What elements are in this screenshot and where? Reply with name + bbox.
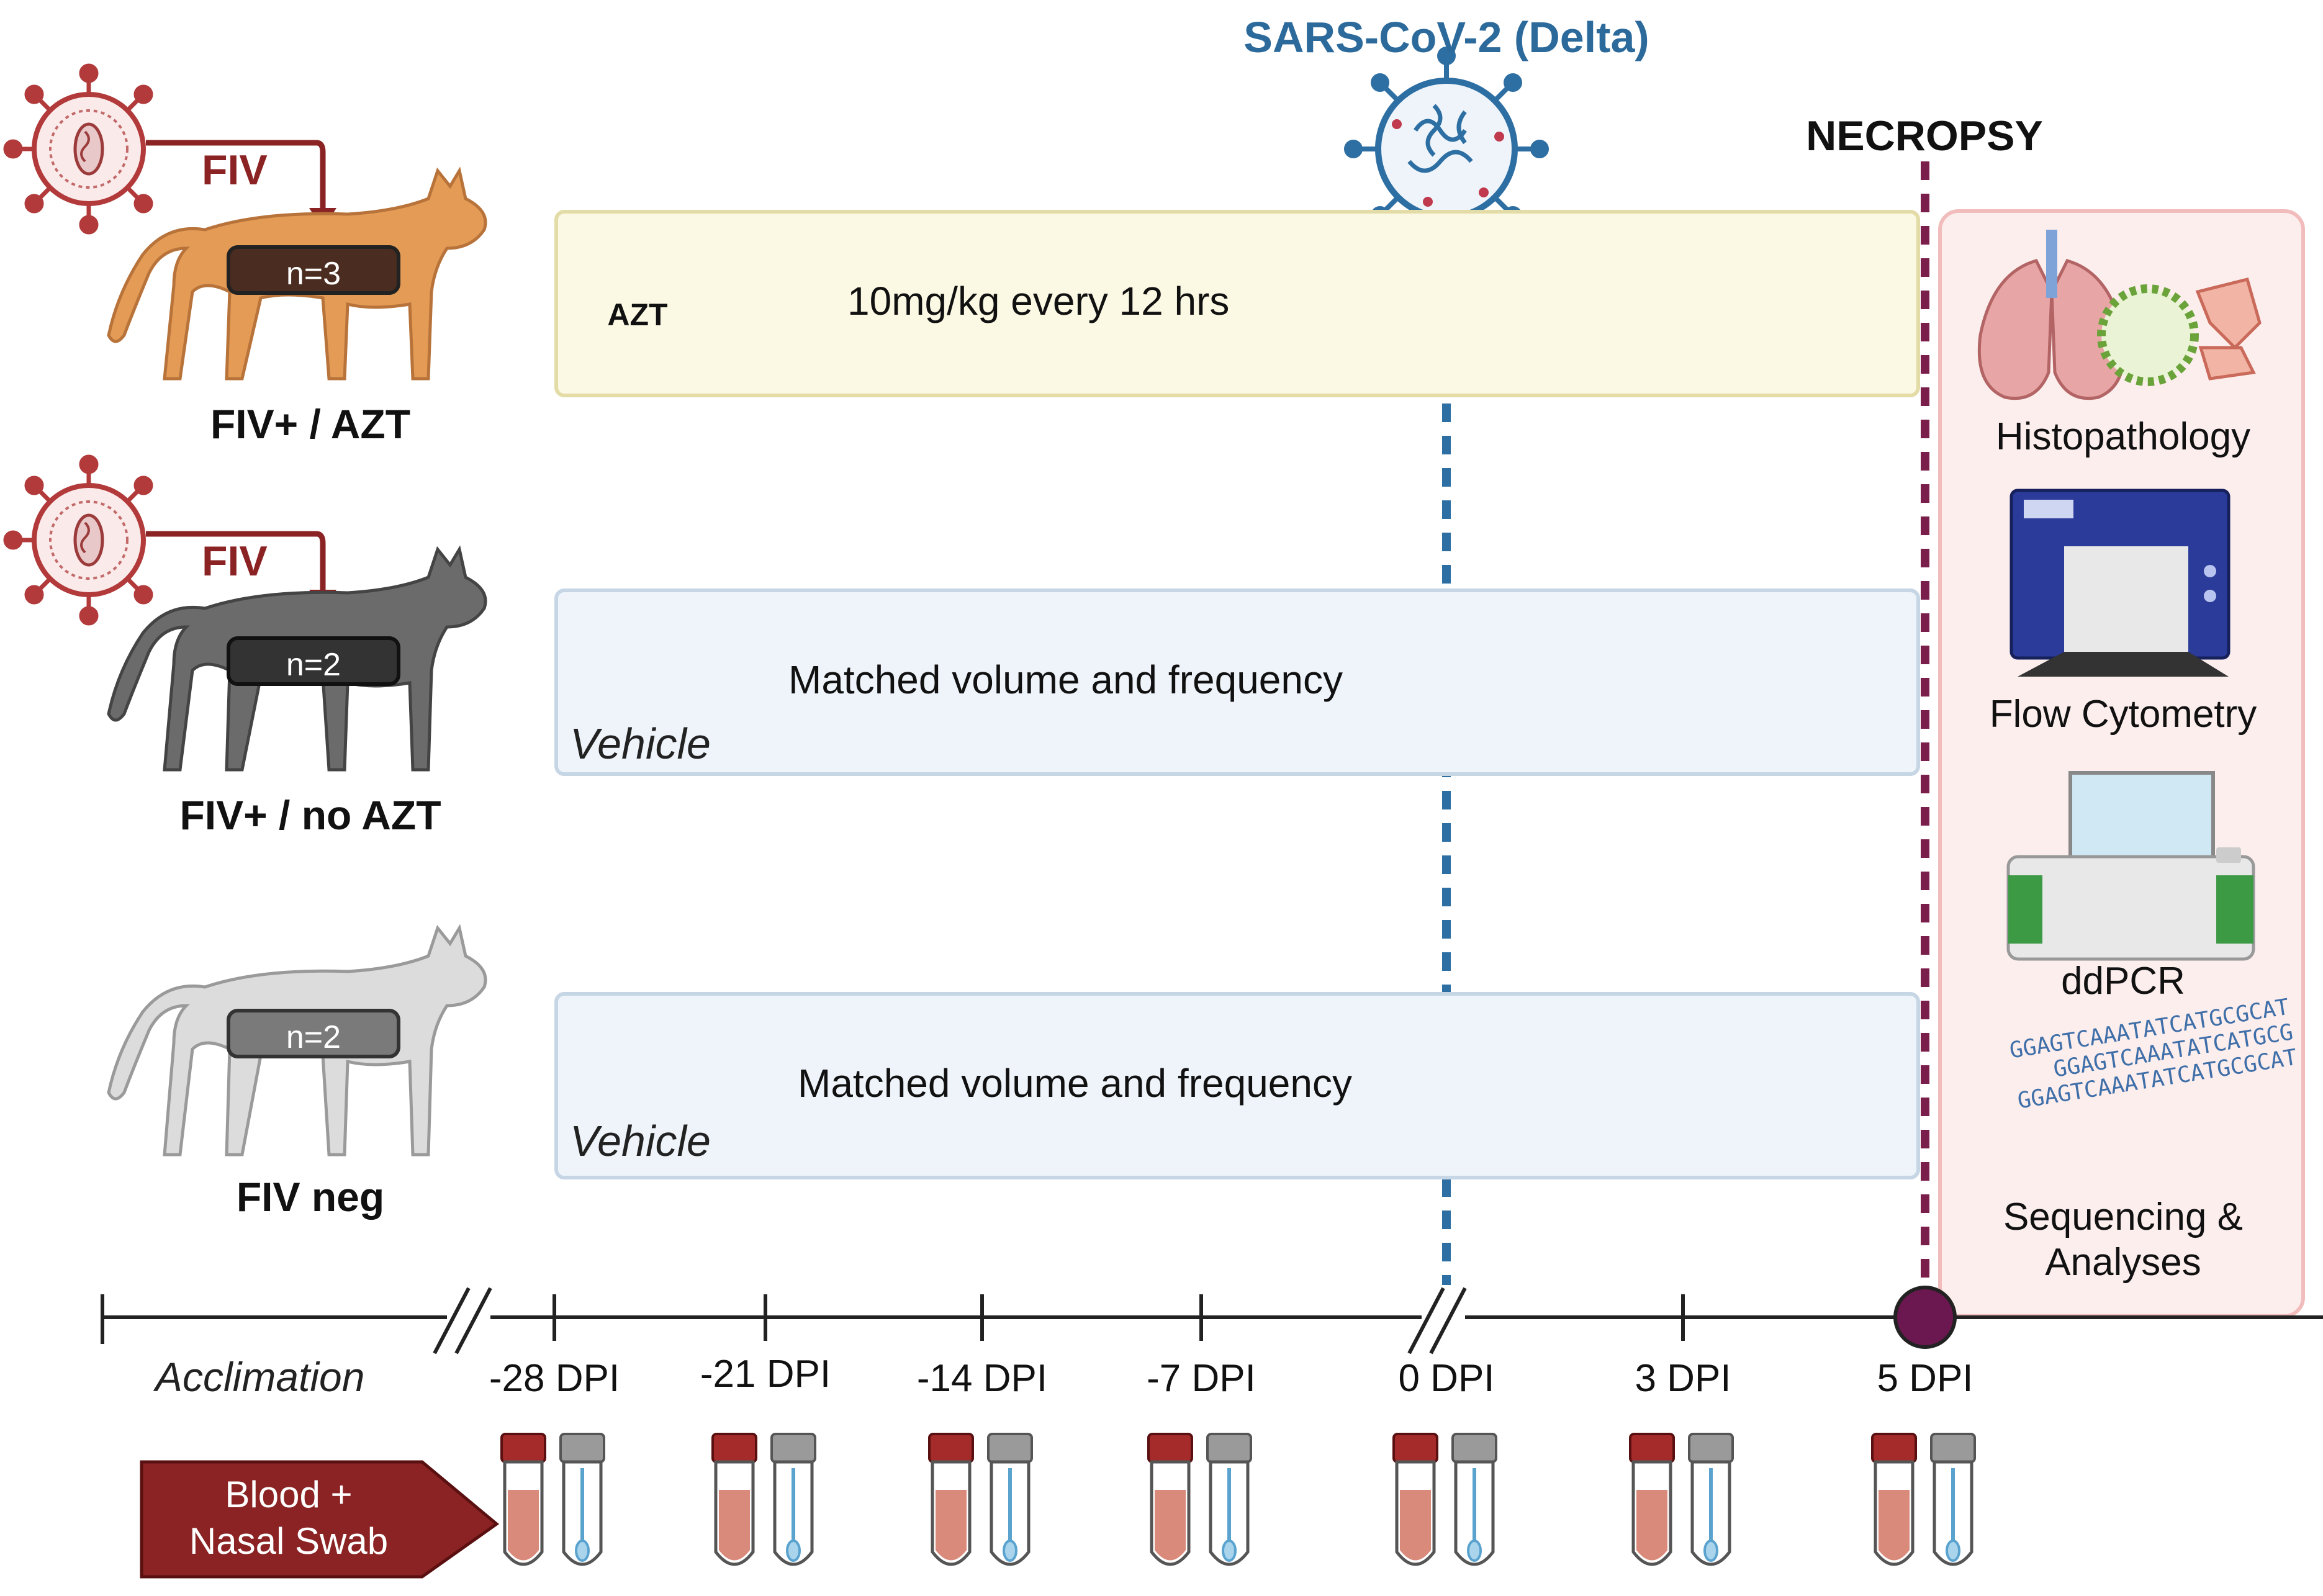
fiv-arrow — [146, 140, 326, 214]
treatment-bar-vehicle — [554, 588, 1920, 776]
treatment-description: Matched volume and frequency — [788, 657, 1343, 702]
group-name: FIV+ / AZT — [210, 401, 411, 447]
treatment-bar-vehicle — [554, 992, 1920, 1179]
tick-label: -21 DPI — [700, 1353, 831, 1395]
blood-and-swab-tubes — [1147, 1433, 1252, 1566]
fiv-virus-icon — [3, 63, 153, 235]
analysis-label: Flow Cytometry — [1989, 693, 2257, 736]
fiv-arrow — [146, 531, 326, 596]
group-size-badge: n=2 — [227, 636, 400, 686]
group-name: FIV+ / no AZT — [179, 792, 441, 838]
blood-and-swab-tubes — [1392, 1433, 1497, 1566]
ddpcr-machine-icon — [2006, 771, 2255, 961]
blood-and-swab-tubes — [928, 1433, 1033, 1566]
fiv-virus-icon — [3, 454, 153, 626]
treatment-description: 10mg/kg every 12 hrs — [847, 279, 1230, 323]
blood-and-swab-tubes — [1629, 1433, 1734, 1566]
analysis-label: Histopathology — [1995, 415, 2251, 458]
histopathology-icon — [1977, 230, 2262, 400]
axis-break-1 — [433, 1287, 471, 1355]
axis-break-2 — [1407, 1287, 1445, 1355]
flow-cytometer-icon — [2010, 489, 2231, 677]
tick-label: -14 DPI — [916, 1357, 1048, 1400]
blood-and-swab-tubes — [1871, 1433, 1976, 1566]
necropsy-marker-icon — [1893, 1286, 1957, 1349]
analysis-label: Analyses — [2045, 1241, 2201, 1284]
fiv-label: FIV — [202, 147, 268, 194]
blood-and-swab-tubes — [500, 1433, 605, 1566]
treatment-description: Matched volume and frequency — [798, 1061, 1352, 1106]
necropsy-label: NECROPSY — [1806, 112, 2043, 160]
tick-label: 3 DPI — [1635, 1357, 1731, 1400]
acclimation-label: Acclimation — [155, 1354, 365, 1400]
tick-label: 0 DPI — [1398, 1357, 1495, 1400]
analysis-label: ddPCR — [2061, 960, 2185, 1003]
analysis-label: Sequencing & — [2003, 1196, 2244, 1238]
sampling-label: Blood + Nasal Swab — [189, 1474, 389, 1562]
sample-tubes — [500, 1433, 1976, 1566]
tick-label: -28 DPI — [489, 1357, 620, 1400]
tick-label: -7 DPI — [1147, 1357, 1256, 1400]
sampling-arrow — [140, 1460, 500, 1579]
vehicle-label: Vehicle — [570, 1117, 711, 1165]
tick-label: 5 DPI — [1877, 1357, 1973, 1400]
blood-and-swab-tubes — [711, 1433, 816, 1566]
treatment-bar-azt — [554, 210, 1920, 397]
group-size-badge: n=3 — [227, 245, 400, 295]
group-name: FIV neg — [236, 1174, 385, 1220]
vehicle-label: Vehicle — [570, 719, 711, 768]
fiv-label: FIV — [202, 538, 268, 585]
challenge-label: SARS-CoV-2 (Delta) — [1243, 13, 1649, 61]
azt-bottle-label: AZT — [607, 297, 668, 332]
group-size-badge: n=2 — [227, 1009, 400, 1058]
